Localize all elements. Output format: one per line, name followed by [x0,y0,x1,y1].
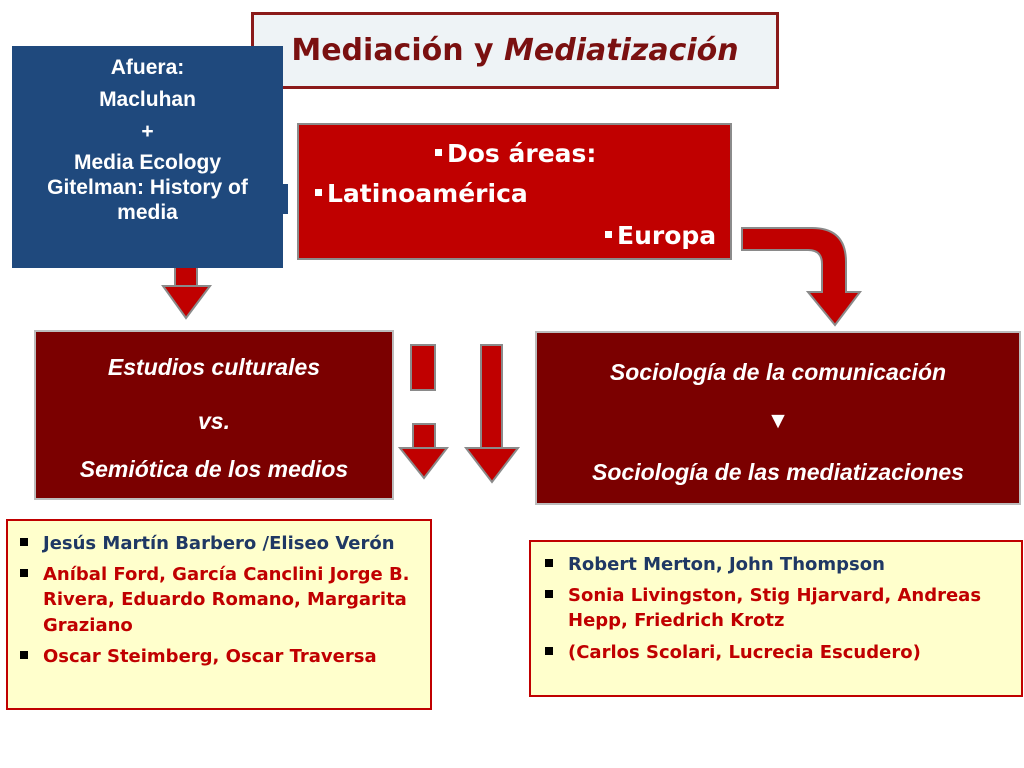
two-areas-heading: Dos áreas: [435,139,596,168]
list-item: Oscar Steimberg, Oscar Traversa [20,644,422,669]
arrow-split-top [410,344,436,391]
page-title: Mediación y Mediatización [291,33,739,68]
arrow-split-bottom [397,423,450,480]
blue-line-4: Media Ecology [73,151,222,175]
bullet-icon [315,189,322,196]
area-europa: Europa [605,221,716,250]
bullet-icon [20,538,28,546]
latin-authors-list: Jesús Martín Barbero /Eliseo Verón Aníba… [6,519,432,710]
right-box-line-3: Sociología de las mediatizaciones [592,459,964,485]
bullet-icon [545,646,553,655]
left-box-line-2: vs. [198,408,230,434]
right-box-arrow: ▼ [766,407,790,433]
list-item: Sonia Livingston, Stig Hjarvard, Andreas… [545,583,1013,633]
bullet-icon [545,559,553,567]
bullet-icon [20,569,28,578]
arrow-long-down [463,344,521,484]
bullet-icon [605,231,612,238]
list-item: Jesús Martín Barbero /Eliseo Verón [20,531,422,556]
cultural-studies-box: Estudios culturales vs. Semiótica de los… [34,330,394,500]
outside-influences-box: Afuera: Macluhan + Media Ecology Gitelma… [12,46,283,268]
list-item: Aníbal Ford, García Canclini Jorge B. Ri… [20,562,422,638]
list-item: Robert Merton, John Thompson [545,552,1013,577]
list-item: (Carlos Scolari, Lucrecia Escudero) [545,640,1013,665]
area-latinoamerica: Latinoamérica [315,179,528,208]
two-areas-box: Dos áreas: Latinoamérica Europa [297,123,732,260]
blue-line-1: Afuera: [110,56,185,79]
left-box-line-1: Estudios culturales [107,354,321,380]
arrow-curved-right [741,227,863,327]
title-box: Mediación y Mediatización [251,12,779,89]
bullet-icon [435,149,442,156]
blue-line-6: media [117,200,178,224]
blue-line-3: + [141,119,154,143]
bullet-icon [20,650,28,659]
bullet-icon [545,590,553,599]
arrow-down-left [161,261,212,320]
right-box-line-1: Sociología de la comunicación [609,359,947,385]
sociology-box: Sociología de la comunicación ▼ Sociolog… [535,331,1021,505]
european-authors-list: Robert Merton, John Thompson Sonia Livin… [529,540,1023,697]
left-box-line-3: Semiótica de los medios [79,456,349,482]
blue-line-5: Gitelman: History of [47,176,248,200]
blue-line-2: Macluhan [99,87,196,111]
